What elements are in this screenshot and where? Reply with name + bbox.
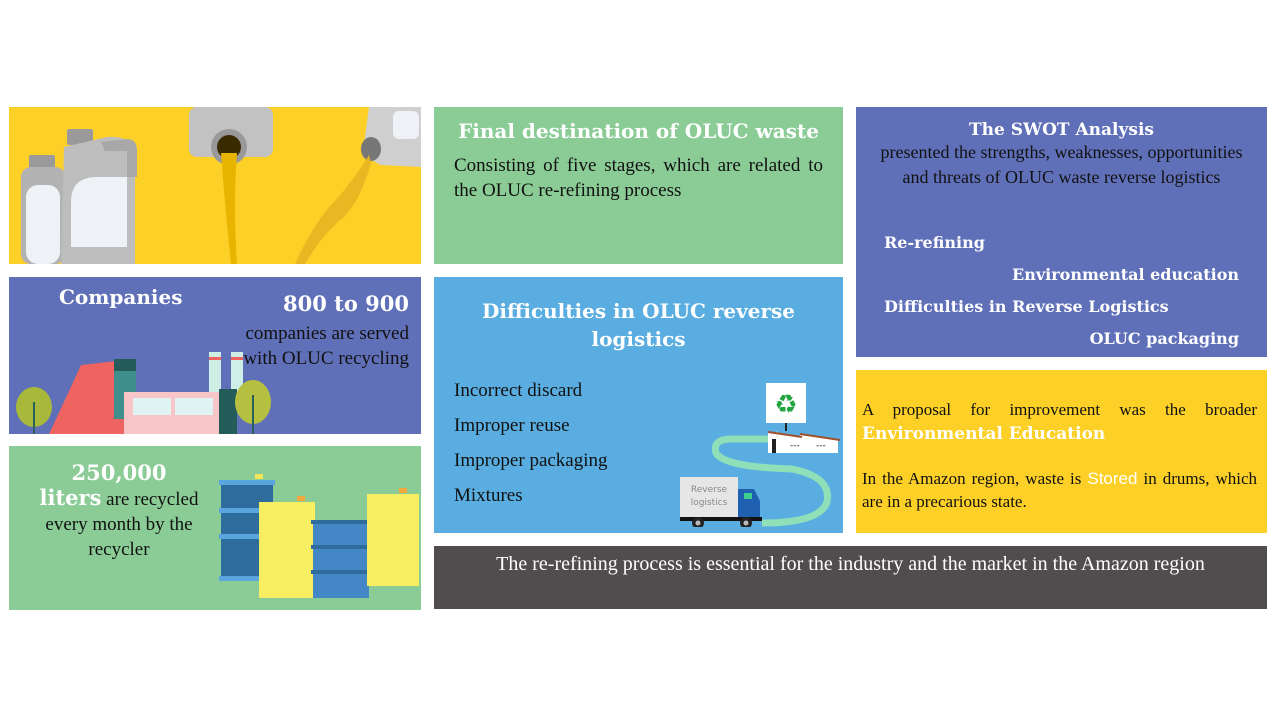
final-destination-body: Consisting of five stages, which are rel… — [454, 155, 823, 201]
recycle-sign — [766, 383, 806, 423]
truck-label-line1: Reverse — [691, 485, 728, 495]
companies-stat: 800 to 900 — [283, 291, 409, 316]
large-oil-jug-icon — [61, 129, 137, 264]
oil-drums-illustration — [219, 474, 419, 598]
proposal-intro: A proposal for improvement was the broad… — [862, 400, 1257, 419]
liters-amount: 250,000 — [71, 460, 167, 485]
swot-panel: The SWOT Analysis presented the strength… — [856, 107, 1267, 357]
yellow-drum-icon — [259, 496, 315, 598]
swot-item: Environmental education — [1012, 265, 1239, 284]
tree-icon — [16, 387, 52, 434]
chimney-icon — [209, 352, 221, 402]
svg-text:---: --- — [816, 441, 826, 451]
swot-item: OLUC packaging — [1089, 329, 1239, 348]
amazon-storage-text: In the Amazon region, waste is Stored in… — [862, 467, 1257, 513]
list-item: Mixtures — [454, 485, 523, 506]
proposal-highlight: Environmental Education — [862, 424, 1106, 444]
amazon-text-after: in drums, which are in a precarious stat… — [862, 469, 1258, 511]
proposal-panel: A proposal for improvement was the broad… — [856, 370, 1267, 533]
tree-icon — [235, 380, 271, 434]
final-destination-panel: Final destination of OLUC waste Consisti… — [434, 107, 843, 264]
route-path — [711, 435, 832, 527]
list-item: Incorrect discard — [454, 380, 583, 401]
truck-label-line2: logistics — [691, 498, 728, 508]
pouring-oil-can-icon — [189, 107, 273, 264]
difficulties-panel: Difficulties in OLUC reverse logistics I… — [434, 277, 843, 533]
swot-title: The SWOT Analysis — [969, 120, 1154, 140]
liters-rest: are recycled every month by the recycler — [45, 489, 199, 560]
blue-drum-icon — [311, 520, 371, 598]
factory-illustration — [16, 352, 271, 434]
liters-unit: liters — [39, 485, 102, 510]
amazon-text-before: In the Amazon region, waste is — [862, 469, 1082, 488]
oil-containers-illustration — [21, 107, 421, 264]
difficulties-list: Incorrect discard Improper reuse Imprope… — [454, 373, 608, 513]
tilted-oil-can-icon — [295, 107, 421, 264]
list-item: Improper packaging — [454, 450, 608, 471]
amazon-text-highlight: Stored — [1087, 469, 1138, 488]
cooling-tower-icon — [49, 361, 129, 434]
liters-panel: 250,000 liters are recycled every month … — [9, 446, 421, 610]
list-item: Improper reuse — [454, 415, 570, 436]
swot-item: Difficulties in Reverse Logistics — [884, 297, 1169, 316]
warehouse-icon: --- --- — [767, 431, 841, 453]
conclusion-banner: The re-refining process is essential for… — [434, 546, 1267, 609]
proposal-text: A proposal for improvement was the broad… — [862, 398, 1257, 446]
liters-text: 250,000 liters are recycled every month … — [29, 460, 209, 562]
companies-title: Companies — [59, 285, 183, 309]
oil-illustration-panel — [9, 107, 421, 264]
reverse-logistics-illustration: ♻ --- --- Reverse logistics — [680, 383, 841, 527]
swot-description: presented the strengths, weaknesses, opp… — [880, 142, 1243, 187]
difficulties-title: Difficulties in OLUC reverse logistics — [482, 299, 795, 351]
companies-panel: Companies 800 to 900 companies are serve… — [9, 277, 421, 434]
svg-text:---: --- — [790, 441, 800, 451]
swot-item: Re-refining — [884, 233, 985, 252]
final-destination-title: Final destination of OLUC waste — [458, 119, 819, 143]
companies-description: companies are served with OLUC recycling — [243, 323, 409, 369]
small-oil-bottle-icon — [21, 155, 65, 264]
truck-icon: Reverse logistics — [680, 477, 762, 527]
yellow-drum-icon — [367, 488, 419, 586]
recycle-icon: ♻ — [774, 390, 797, 420]
